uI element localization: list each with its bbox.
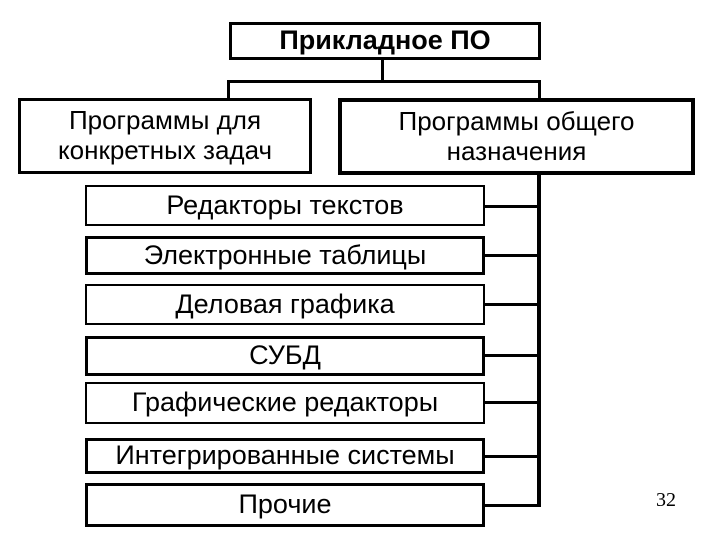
node-graphic-editors-label: Графические редакторы (131, 387, 439, 418)
connector-item-spreadsheets (480, 254, 541, 257)
connector-trunk (537, 174, 541, 507)
connector-drop-left (227, 80, 230, 100)
page-number: 32 (656, 489, 676, 511)
node-general-purpose-programs: Программы общего назначения (338, 98, 695, 175)
node-integrated-systems: Интегрированные системы (85, 438, 485, 474)
node-text-editors-label: Редакторы текстов (166, 189, 404, 220)
node-general-purpose-programs-line1: Программы общего (398, 105, 635, 136)
node-business-graphics: Деловая графика (85, 284, 485, 325)
node-applied-software: Прикладное ПО (229, 22, 541, 60)
node-specific-task-programs-line1: Программы для (68, 105, 262, 136)
node-specific-task-programs-line2: конкретных задач (57, 135, 273, 165)
node-others-label: Прочие (238, 489, 332, 520)
node-business-graphics-label: Деловая графика (175, 288, 395, 319)
node-spreadsheets: Электронные таблицы (85, 236, 485, 275)
connector-item-business-graphics (480, 303, 541, 306)
connector-item-graphic-editors (480, 401, 541, 404)
node-dbms: СУБД (85, 336, 485, 376)
node-general-purpose-programs-line2: назначения (446, 135, 587, 166)
node-others: Прочие (85, 483, 485, 527)
connector-splitter (227, 80, 541, 83)
node-spreadsheets-label: Электронные таблицы (143, 239, 427, 270)
node-text-editors: Редакторы текстов (85, 185, 485, 226)
connector-drop-right (538, 80, 541, 100)
connector-item-integrated-systems (480, 455, 541, 458)
node-dbms-label: СУБД (249, 340, 321, 371)
connector-item-text-editors (480, 205, 541, 208)
connector-item-others (480, 504, 541, 507)
connector-root-drop (381, 59, 384, 82)
connector-item-dbms (480, 354, 541, 357)
node-applied-software-label: Прикладное ПО (279, 25, 491, 56)
node-graphic-editors: Графические редакторы (85, 382, 485, 424)
node-specific-task-programs: Программы для конкретных задач (18, 98, 312, 174)
node-integrated-systems-label: Интегрированные системы (115, 440, 455, 471)
